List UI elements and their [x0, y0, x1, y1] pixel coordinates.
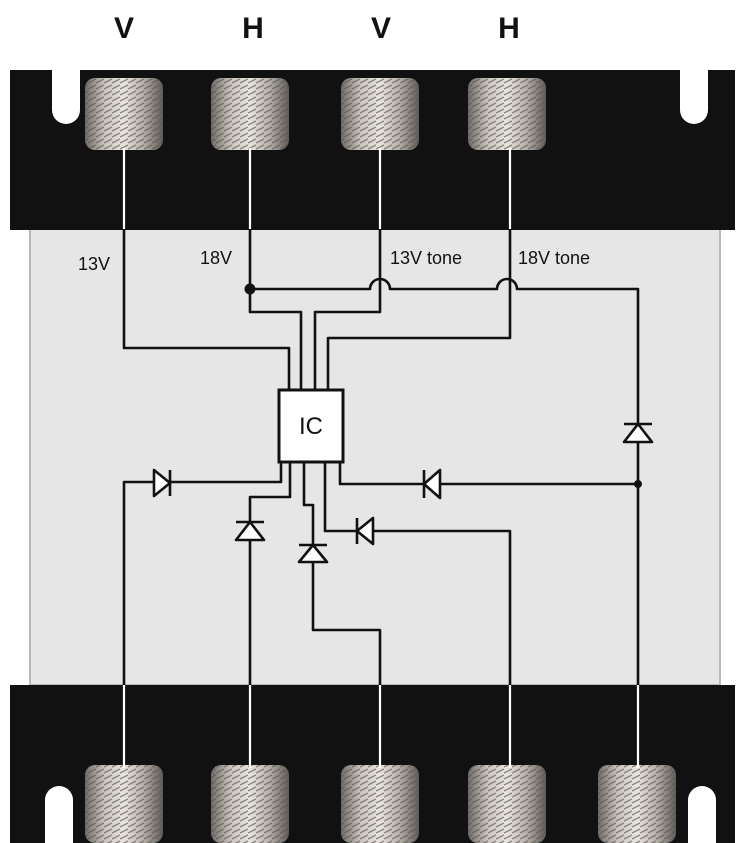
label-18v-tone: 18V tone — [518, 248, 590, 268]
mount-slot-bottom-right — [688, 786, 716, 843]
diode-18v-bus — [622, 422, 654, 444]
polarity-label-v1: V — [114, 12, 134, 45]
connector-output-4 — [468, 765, 546, 843]
ic-chip: IC — [277, 388, 345, 464]
wire-13v-tone — [313, 229, 382, 390]
ic-label: IC — [299, 413, 323, 440]
output-connectors — [85, 765, 676, 843]
connector-output-1 — [85, 765, 163, 843]
wire-18v-tone — [326, 229, 512, 390]
wire-output-4 — [323, 463, 512, 685]
label-13v: 13V — [78, 254, 110, 274]
junction-node-right — [634, 480, 642, 488]
diode-output-3 — [297, 543, 329, 564]
polarity-label-v2: V — [371, 12, 391, 45]
input-connectors — [85, 78, 546, 150]
connector-output-5 — [598, 765, 676, 843]
label-13v-tone: 13V tone — [390, 248, 462, 268]
connector-output-3 — [341, 765, 419, 843]
diode-output-2 — [234, 520, 266, 542]
label-18v: 18V — [200, 248, 232, 268]
connector-output-2 — [211, 765, 289, 843]
mount-slot-top-right — [680, 70, 708, 124]
mount-slot-bottom-left — [45, 786, 73, 843]
diode-output-1 — [152, 468, 172, 498]
device-body — [29, 224, 721, 686]
connector-input-h1 — [211, 78, 289, 150]
diode-output-4 — [355, 516, 375, 546]
connector-input-v2 — [341, 78, 419, 150]
connector-input-v1 — [85, 78, 163, 150]
polarity-label-h2: H — [498, 12, 520, 45]
wire-output-1 — [122, 463, 283, 685]
wire-18v — [248, 229, 303, 390]
connector-input-h2 — [468, 78, 546, 150]
diode-output-5 — [422, 468, 442, 500]
junction-node-18v — [244, 283, 256, 295]
wire-output-2 — [248, 463, 292, 685]
wire-output-5 — [338, 463, 640, 685]
wire-output-3 — [302, 463, 382, 685]
polarity-label-h1: H — [242, 12, 264, 45]
mount-slot-top-left — [52, 70, 80, 124]
wire-18v-bus — [250, 277, 640, 484]
wire-13v — [122, 229, 291, 390]
